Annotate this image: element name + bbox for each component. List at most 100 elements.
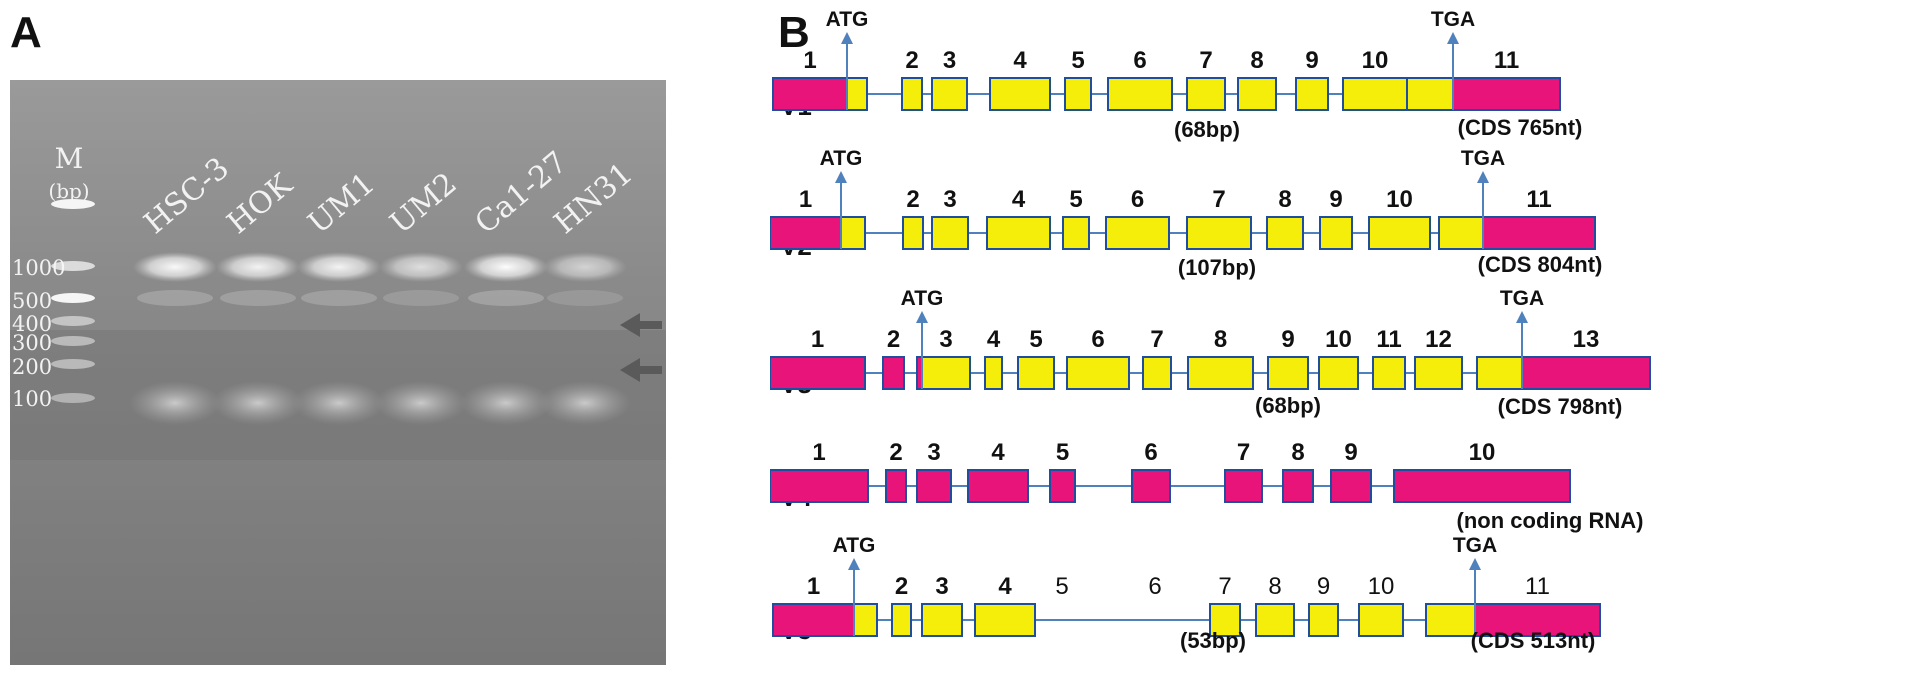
primer-dimer-band	[129, 381, 221, 425]
sample-band-minor	[547, 290, 623, 306]
exon-number: 8	[1268, 573, 1281, 600]
exon-box	[1267, 356, 1309, 390]
primer-dimer-band	[539, 381, 631, 425]
exon-number: 7	[1150, 326, 1163, 353]
exon-box	[1187, 356, 1254, 390]
exon-box	[846, 77, 868, 111]
ladder-band	[51, 393, 95, 403]
exon-box	[1425, 603, 1476, 637]
exon-number: 4	[991, 439, 1005, 466]
exon-number: 5	[1029, 326, 1042, 353]
exon-box	[1372, 356, 1406, 390]
ladder-label: 500	[12, 289, 52, 313]
exon-box	[1224, 469, 1263, 503]
exon-box	[1476, 356, 1523, 390]
exon-box	[1414, 356, 1463, 390]
exon-number: 11	[1494, 47, 1519, 74]
start-codon-label: ATG	[826, 8, 869, 31]
ladder-band	[51, 359, 95, 369]
exon-box	[1237, 77, 1277, 111]
exon-box	[967, 469, 1029, 503]
exon-number: 10	[1368, 573, 1395, 600]
exon-box	[885, 469, 907, 503]
exon-box	[1318, 356, 1359, 390]
exon-number: 6	[1091, 326, 1104, 353]
variant-v1: V11234567891011ATGTGA(68bp)(CDS 765nt)	[772, 8, 1582, 142]
exon-number: 8	[1278, 186, 1291, 213]
exon-box	[984, 356, 1003, 390]
exon-number: 9	[1344, 439, 1357, 466]
exon-box	[1330, 469, 1372, 503]
panel-a-label: A	[10, 8, 42, 57]
exon-number: 11	[1526, 186, 1551, 213]
exon-number: 2	[887, 326, 900, 353]
exon-box	[1406, 77, 1454, 111]
primer-dimer-band	[460, 381, 552, 425]
exon-number: 7	[1237, 439, 1250, 466]
variant-note: (53bp)	[1180, 628, 1246, 653]
variant-v5: V51234789101156ATGTGA(53bp)(CDS 513nt)	[772, 534, 1601, 653]
variant-note: (68bp)	[1174, 117, 1240, 142]
exon-number: 5	[1056, 439, 1069, 466]
exon-number: 7	[1212, 186, 1225, 213]
sample-band-minor	[137, 290, 213, 306]
exon-box	[1049, 469, 1076, 503]
sample-band-main	[464, 252, 548, 282]
exon-box	[1308, 603, 1339, 637]
start-codon-arrowhead	[848, 558, 860, 570]
exon-box	[902, 216, 924, 250]
start-codon-arrowhead	[841, 32, 853, 44]
sample-band-main	[379, 252, 463, 282]
exon-box	[986, 216, 1051, 250]
sample-band-main	[297, 252, 381, 282]
exon-number: 6	[1133, 47, 1146, 74]
marker-label: M	[55, 142, 84, 175]
exon-box	[1105, 216, 1170, 250]
ladder-label: 200	[12, 355, 52, 379]
exon-number: 6	[1131, 186, 1144, 213]
exon-number: 2	[905, 47, 918, 74]
exon-box	[840, 216, 866, 250]
exon-number: 12	[1425, 326, 1452, 353]
stop-codon-label: TGA	[1453, 534, 1497, 557]
gel-background	[10, 80, 666, 665]
start-codon-label: ATG	[820, 147, 863, 170]
transcript-diagram: V11234567891011ATGTGA(68bp)(CDS 765nt)V2…	[770, 8, 1651, 653]
exon-number: 1	[803, 47, 816, 74]
ladder-band	[51, 293, 95, 303]
exon-box	[1131, 469, 1171, 503]
exon-number: 9	[1305, 47, 1318, 74]
band-arrow-upper	[620, 313, 662, 337]
exon-box	[1295, 77, 1329, 111]
sample-band-main	[216, 252, 300, 282]
exon-number: 4	[1013, 47, 1027, 74]
exon-box	[989, 77, 1051, 111]
exon-number: 1	[812, 439, 825, 466]
exon-box	[916, 469, 952, 503]
exon-number: 8	[1250, 47, 1263, 74]
exon-box	[1142, 356, 1172, 390]
primer-dimer-band	[293, 381, 385, 425]
ladder-label: 400	[12, 312, 52, 336]
exon-number: 5	[1071, 47, 1084, 74]
exon-number: 10	[1386, 186, 1413, 213]
exon-box	[891, 603, 912, 637]
exon-box	[1319, 216, 1353, 250]
exon-box	[1107, 77, 1173, 111]
variant-v3: V312345678910111213ATGTGA(68bp)(CDS 798n…	[770, 287, 1651, 419]
exon-box	[772, 603, 855, 637]
panel-b-label: B	[778, 8, 810, 57]
skipped-exon-number: 6	[1148, 573, 1161, 600]
stop-codon-label: TGA	[1461, 147, 1505, 170]
exon-number: 11	[1525, 573, 1550, 600]
exon-box	[1064, 77, 1092, 111]
exon-box	[1186, 216, 1252, 250]
ladder-band	[51, 199, 95, 209]
exon-box	[1266, 216, 1304, 250]
exon-box	[770, 469, 869, 503]
sample-band-minor	[301, 290, 377, 306]
cds-length: (CDS 513nt)	[1471, 628, 1596, 653]
ladder-band	[51, 316, 95, 326]
exon-number: 4	[1012, 186, 1026, 213]
band-arrow-lower	[620, 358, 662, 382]
